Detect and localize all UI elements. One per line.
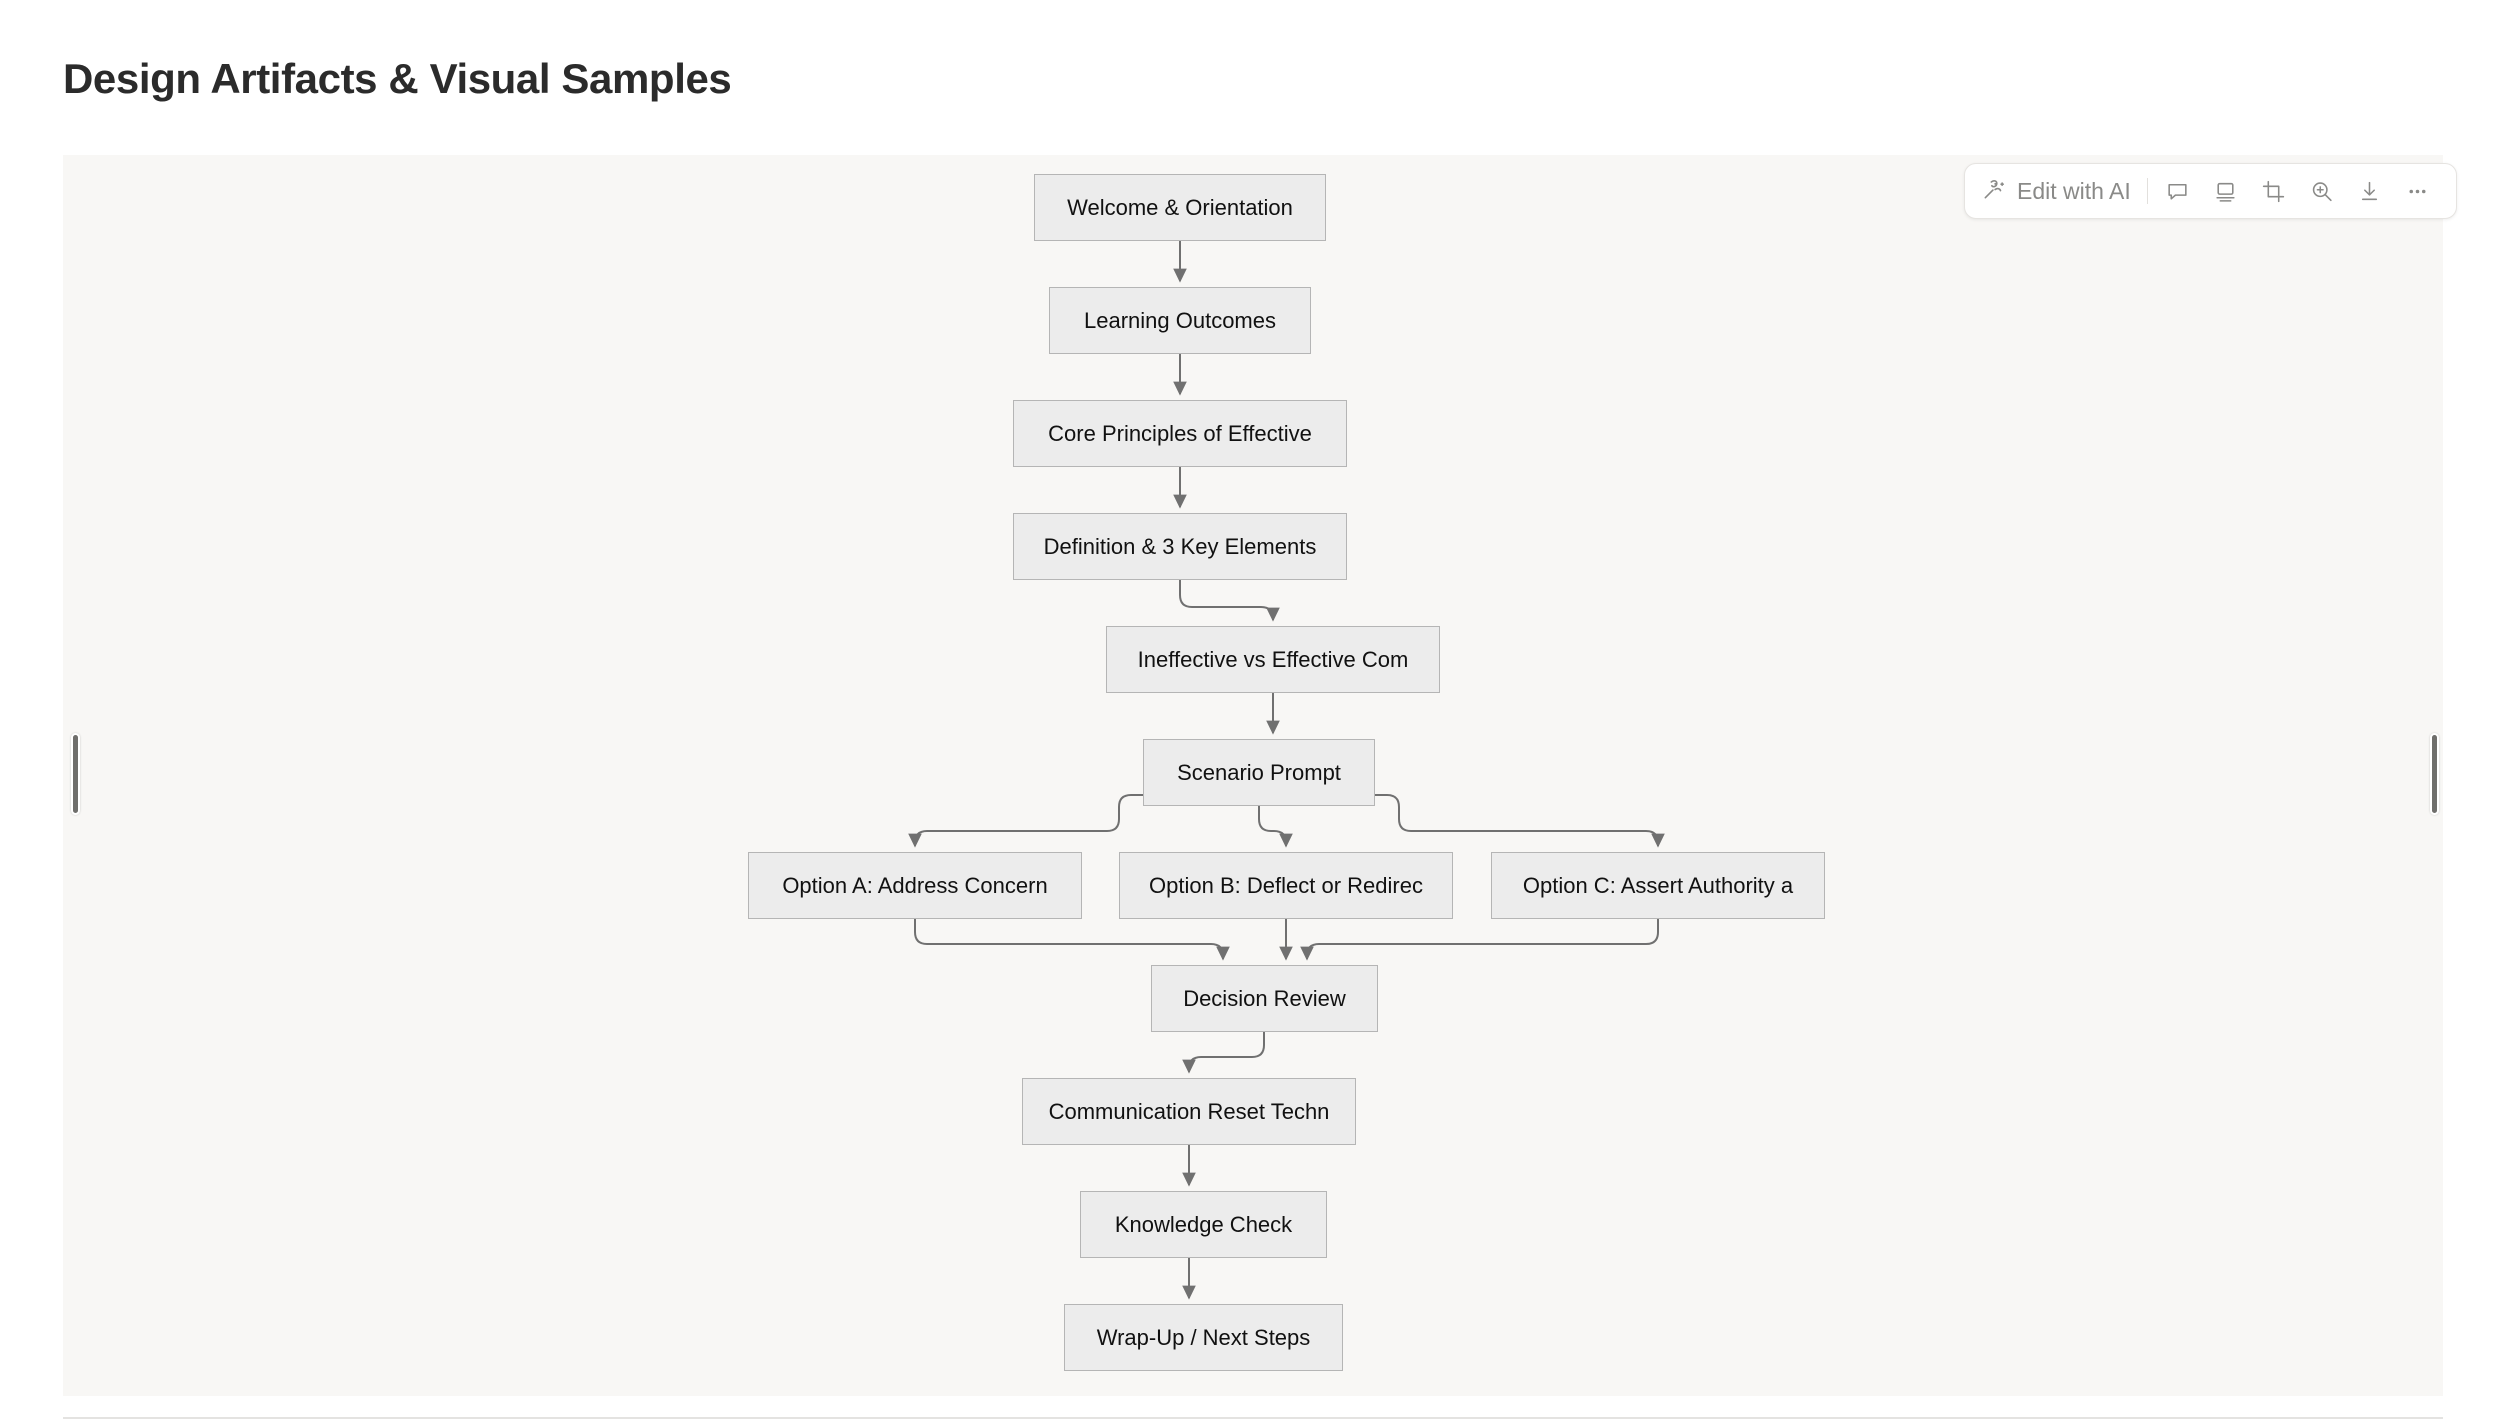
flow-node[interactable]: Welcome & Orientation [1034,174,1326,241]
resize-handle-left[interactable] [71,733,80,815]
edit-with-ai-button[interactable]: Edit with AI [1981,176,2147,207]
flow-node[interactable]: Option C: Assert Authority a [1491,852,1825,919]
flow-node[interactable]: Wrap-Up / Next Steps [1064,1304,1343,1371]
toolbar-divider [2146,178,2148,204]
more-options-button[interactable] [2394,169,2442,213]
flow-node-label: Communication Reset Techn [1048,1098,1330,1124]
flow-node[interactable]: Decision Review [1151,965,1378,1032]
flow-node-label: Core Principles of Effective [1048,420,1312,446]
flow-node[interactable]: Communication Reset Techn [1022,1078,1356,1145]
flow-node-label: Definition & 3 Key Elements [1043,533,1317,559]
crop-button[interactable] [2250,169,2298,213]
flow-node[interactable]: Learning Outcomes [1049,287,1311,354]
flow-node[interactable]: Core Principles of Effective [1013,400,1347,467]
flow-node[interactable]: Ineffective vs Effective Com [1106,626,1440,693]
flow-node-label: Option B: Deflect or Redirec [1149,872,1423,898]
present-icon [2213,179,2238,204]
flow-node-label: Scenario Prompt [1177,759,1341,785]
flow-node-label: Ineffective vs Effective Com [1137,646,1409,672]
flow-node-label: Wrap-Up / Next Steps [1096,1324,1311,1350]
present-button[interactable] [2202,169,2250,213]
flow-node[interactable]: Definition & 3 Key Elements [1013,513,1347,580]
download-icon [2357,179,2382,204]
flow-node[interactable]: Scenario Prompt [1143,739,1375,806]
flow-node[interactable]: Option A: Address Concern [748,852,1082,919]
section-divider [63,1417,2443,1419]
flow-node-label: Decision Review [1183,985,1346,1011]
image-toolbar[interactable]: Edit with AI [1964,163,2457,219]
page-title: Design Artifacts & Visual Samples [63,55,732,102]
more-options-icon [2405,179,2430,204]
crop-icon [2261,179,2286,204]
resize-handle-right[interactable] [2430,733,2439,815]
flow-node-label: Option C: Assert Authority a [1522,872,1794,898]
flow-node[interactable]: Option B: Deflect or Redirec [1119,852,1453,919]
edit-with-ai-label: Edit with AI [2017,177,2131,204]
zoom-in-icon [2309,179,2334,204]
download-button[interactable] [2346,169,2394,213]
flow-node-label: Knowledge Check [1114,1211,1293,1237]
comment-icon [2165,179,2190,204]
flow-node[interactable]: Knowledge Check [1080,1191,1327,1258]
flow-node-label: Welcome & Orientation [1067,194,1293,220]
comment-button[interactable] [2154,169,2202,213]
sparkle-wand-icon [1981,176,2007,207]
flow-node-label: Option A: Address Concern [782,872,1048,898]
zoom-in-button[interactable] [2298,169,2346,213]
flow-node-label: Learning Outcomes [1084,307,1276,333]
